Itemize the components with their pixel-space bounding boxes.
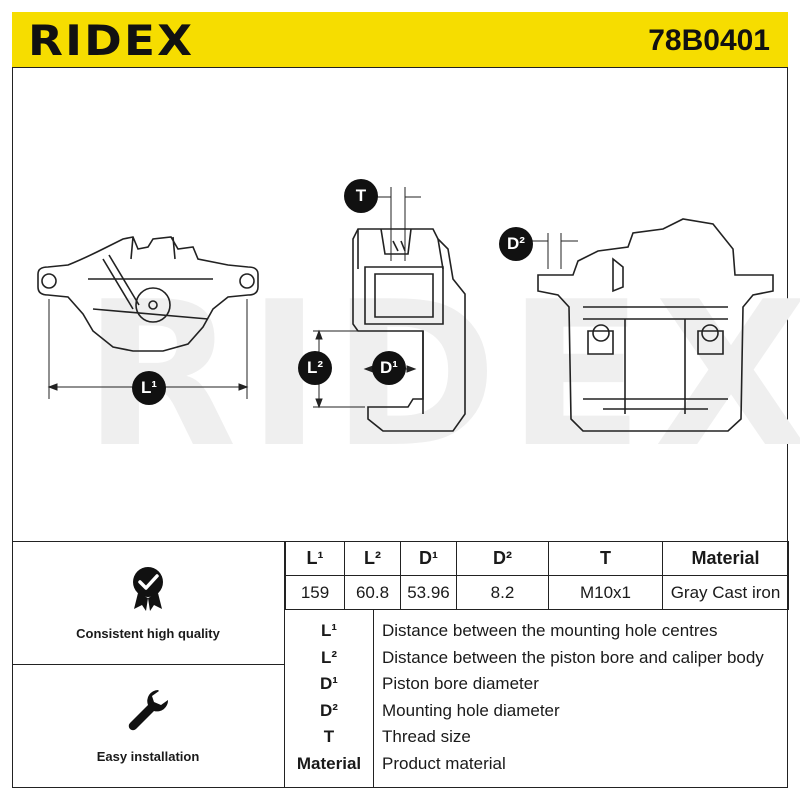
caliper-side-view	[37, 236, 259, 352]
specs-header-row: L¹ L² D¹ D² T Material	[285, 541, 789, 576]
header-d1: D¹	[400, 541, 457, 576]
technical-drawing: RIDEX	[13, 69, 800, 541]
t-badge: T	[344, 179, 378, 213]
legend-key: D²	[320, 701, 338, 720]
quality-feature: Consistent high quality	[12, 541, 284, 665]
header-l1: L¹	[285, 541, 345, 576]
installation-feature: Easy installation	[12, 665, 284, 788]
value-t: M10x1	[548, 575, 663, 610]
legend-item: Material Product material	[285, 750, 788, 777]
specs-value-row: 159 60.8 53.96 8.2 M10x1 Gray Cast iron	[285, 575, 789, 610]
legend-item: D² Mounting hole diameter	[285, 697, 788, 724]
part-number: 78B0401	[648, 24, 770, 57]
header-material: Material	[662, 541, 789, 576]
brand-watermark: RIDEX	[83, 259, 800, 492]
legend-desc: Piston bore diameter	[382, 674, 539, 693]
legend-key: L²	[320, 648, 338, 667]
legend-desc: Thread size	[382, 727, 471, 746]
quality-seal-icon	[133, 567, 163, 611]
legend-key: L¹	[320, 621, 338, 640]
legend-item: L² Distance between the piston bore and …	[285, 644, 788, 671]
value-d1: 53.96	[400, 575, 457, 610]
header-d2: D²	[456, 541, 549, 576]
d1-badge: D¹	[372, 351, 406, 385]
installation-label: Easy installation	[96, 749, 200, 764]
legend-desc: Distance between the piston bore and cal…	[382, 648, 764, 667]
legend-separator	[373, 610, 374, 788]
features-column: Consistent high quality Easy installatio…	[12, 541, 285, 788]
t-dimension	[375, 187, 421, 261]
l1-badge: L¹	[132, 371, 166, 405]
value-l2: 60.8	[344, 575, 401, 610]
header-l2: L²	[344, 541, 401, 576]
legend-desc: Product material	[382, 754, 506, 773]
value-material: Gray Cast iron	[662, 575, 789, 610]
legend-key: D¹	[320, 674, 338, 693]
legend-desc: Distance between the mounting hole centr…	[382, 621, 718, 640]
caliper-section-view	[352, 228, 466, 432]
l2-badge: L²	[298, 351, 332, 385]
caliper-front-view	[537, 218, 774, 432]
legend-key: T	[323, 727, 335, 746]
legend-item: L¹ Distance between the mounting hole ce…	[285, 617, 788, 644]
value-d2: 8.2	[456, 575, 549, 610]
header-t: T	[548, 541, 663, 576]
specs-table: L¹ L² D¹ D² T Material 159 60.8 53.96 8.…	[285, 541, 789, 610]
legend-key: Material	[296, 754, 362, 773]
legend-desc: Mounting hole diameter	[382, 701, 560, 720]
d2-badge: D²	[499, 227, 533, 261]
header-bar: RIDEX 78B0401	[12, 12, 788, 68]
wrench-icon	[128, 690, 169, 731]
d2-dimension	[531, 233, 578, 269]
legend-list: L¹ Distance between the mounting hole ce…	[285, 610, 788, 788]
value-l1: 159	[285, 575, 345, 610]
quality-label: Consistent high quality	[76, 626, 220, 641]
legend-item: D¹ Piston bore diameter	[285, 670, 788, 697]
caliper-drawings	[37, 187, 774, 432]
legend-item: T Thread size	[285, 723, 788, 750]
brand-logo: RIDEX	[28, 16, 195, 65]
